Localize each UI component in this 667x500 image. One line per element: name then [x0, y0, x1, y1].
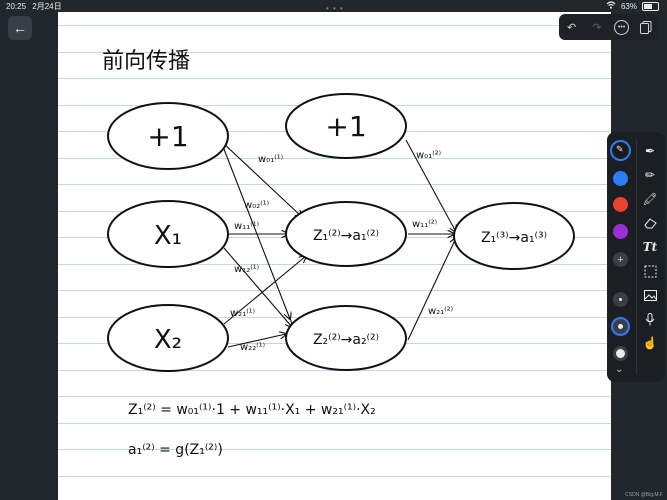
tool-panel: ✎ + ⌄ ✒ ✏ 🖍 Tt ☝ [607, 132, 665, 382]
stroke-size-medium[interactable] [613, 319, 628, 334]
image-tool-button[interactable] [641, 286, 659, 304]
wifi-icon [606, 1, 616, 11]
note-title: 前向传播 [102, 49, 190, 74]
label-x2: X₂ [154, 325, 182, 355]
note-page[interactable]: 前向传播 +1 X₁ X [58, 12, 611, 500]
finger-draw-button[interactable]: ☝ [641, 334, 659, 352]
node-x1 [107, 200, 229, 268]
edge-h2-out [407, 238, 456, 341]
equation-z: Z₁⁽²⁾ = w₀₁⁽¹⁾·1 + w₁₁⁽¹⁾·X₁ + w₂₁⁽¹⁾·X₂ [128, 402, 376, 418]
color-swatch-blue[interactable] [613, 171, 628, 186]
label-h1: Z₁⁽²⁾→a₁⁽²⁾ [313, 228, 379, 244]
label-x1: X₁ [154, 221, 182, 251]
battery-icon [642, 1, 659, 11]
more-icon: ••• [617, 23, 626, 31]
node-bias2 [285, 93, 407, 159]
ruled-line [58, 449, 611, 450]
color-swatch-red[interactable] [613, 197, 628, 212]
status-time: 20:25 [6, 2, 27, 11]
ruled-line [58, 290, 611, 291]
node-x2 [107, 304, 229, 372]
node-h1 [285, 201, 407, 267]
pen-icon: ✎ [616, 144, 624, 154]
label-bias1: +1 [147, 120, 188, 153]
ruled-line [58, 51, 611, 53]
node-out [453, 202, 575, 270]
top-toolbar: ↶ ↷ ••• [559, 14, 659, 40]
weight-w22-1: w₂₂⁽¹⁾ [240, 342, 265, 353]
arrow-left-icon: ← [13, 20, 27, 36]
battery-percent: 63% [620, 1, 637, 11]
chevron-down-icon[interactable]: ⌄ [615, 364, 624, 375]
status-date: 2月24日 [32, 2, 62, 11]
undo-button[interactable]: ↶ [564, 19, 580, 35]
ruled-line [58, 25, 611, 26]
edge-x2-h2 [227, 334, 286, 348]
ruled-line [58, 475, 611, 477]
edge-x1-h2 [223, 247, 292, 327]
connections-layer1 [221, 141, 306, 348]
watermark-credit: CSDN @Big.M.F [625, 492, 663, 498]
node-bias1 [107, 102, 229, 170]
back-button[interactable]: ← [8, 16, 32, 40]
eraser-tool-button[interactable] [641, 214, 659, 232]
stroke-size-small[interactable] [613, 292, 628, 307]
edge-x2-h1 [223, 256, 306, 325]
label-bias2: +1 [325, 110, 366, 143]
weight-w01-1: w₀₁⁽¹⁾ [258, 154, 283, 165]
plus-icon: + [617, 253, 624, 266]
lasso-select-icon [644, 265, 656, 277]
pencil-tool-button[interactable]: ✏ [641, 166, 659, 184]
weight-w12-1: w₁₂⁽¹⁾ [234, 264, 259, 275]
pen-icon: ✒ [644, 144, 656, 158]
status-bar: 20:25 2月24日 • • • 63% [0, 0, 667, 13]
eraser-icon [643, 217, 657, 228]
weight-w21-2: w₂₁⁽²⁾ [428, 306, 453, 317]
text-tool-icon: Tt [642, 240, 658, 254]
undo-icon: ↶ [567, 21, 577, 34]
color-swatch-black[interactable]: ✎ [612, 142, 629, 159]
ruled-line [58, 422, 611, 424]
redo-button[interactable]: ↷ [589, 19, 605, 35]
pages-button[interactable] [638, 19, 654, 35]
microphone-button[interactable] [641, 310, 659, 328]
stroke-size-large[interactable] [613, 346, 628, 361]
more-button[interactable]: ••• [614, 19, 630, 35]
redo-icon: ↷ [592, 21, 602, 34]
add-color-button[interactable]: + [613, 252, 628, 267]
highlighter-icon: 🖍 [642, 192, 658, 206]
ruled-line [58, 78, 611, 79]
weight-w11-2: w₁₁⁽²⁾ [412, 219, 437, 230]
weight-w21-1: w₂₁⁽¹⁾ [230, 308, 255, 319]
microphone-icon [645, 312, 655, 325]
weight-w11-1: w₁₁⁽¹⁾ [234, 221, 259, 232]
edge-bias1-h2 [221, 143, 290, 319]
pen-tool-button[interactable]: ✒ [641, 142, 659, 160]
color-swatch-purple[interactable] [613, 224, 628, 239]
connections-layer2 [405, 139, 456, 341]
node-h2 [285, 305, 407, 371]
edge-bias2-out [405, 139, 456, 232]
equation-a: a₁⁽²⁾ = g(Z₁⁽²⁾) [128, 442, 223, 458]
weight-w01-2: w₀₁⁽²⁾ [416, 150, 441, 161]
finger-draw-icon: ☝ [642, 336, 658, 350]
multitask-dots-icon[interactable]: • • • [326, 4, 344, 13]
pencil-icon: ✏ [644, 168, 656, 182]
label-h2: Z₂⁽²⁾→a₂⁽²⁾ [313, 332, 379, 348]
lasso-tool-button[interactable] [641, 262, 659, 280]
label-out: Z₁⁽³⁾→a₁⁽³⁾ [481, 230, 547, 246]
handwritten-diagram: 前向传播 +1 X₁ X [102, 49, 575, 458]
highlighter-tool-button[interactable]: 🖍 [641, 190, 659, 208]
ruled-line [58, 184, 611, 185]
edge-bias1-h1 [221, 141, 302, 217]
text-tool-button[interactable]: Tt [641, 238, 659, 256]
weight-w02-1: w₀₂⁽¹⁾ [244, 200, 269, 211]
ruled-line [58, 396, 611, 397]
image-icon [643, 289, 657, 301]
pages-icon [640, 20, 652, 34]
